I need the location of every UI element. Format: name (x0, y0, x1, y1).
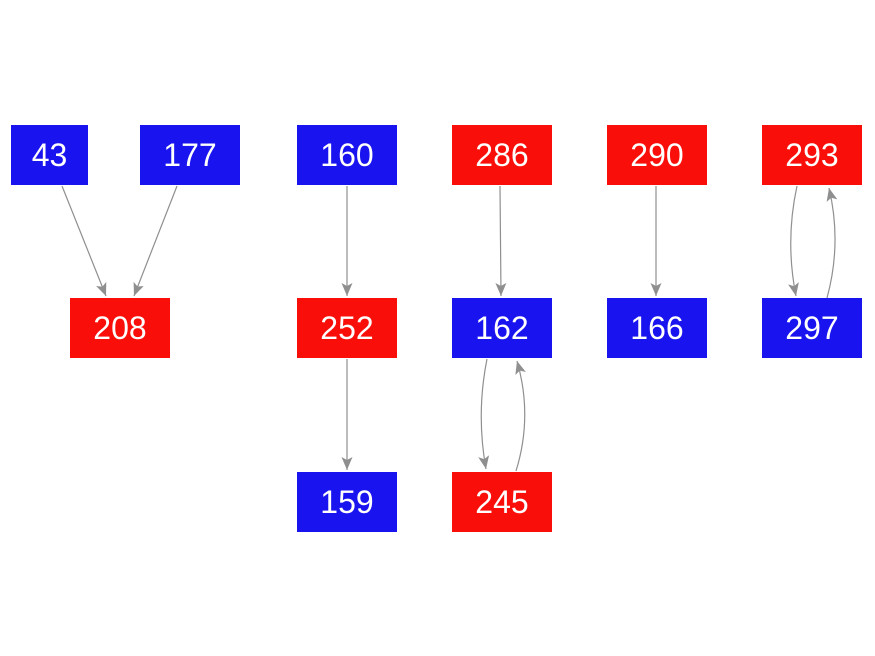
node-label: 208 (93, 310, 147, 346)
node-label: 290 (630, 137, 684, 173)
graph-node-290: 290 (607, 125, 707, 185)
graph-node-252: 252 (297, 298, 397, 358)
node-label: 166 (630, 310, 684, 346)
node-label: 297 (785, 310, 839, 346)
graph-node-286: 286 (452, 125, 552, 185)
node-label: 286 (475, 137, 529, 173)
graph-node-162: 162 (452, 298, 552, 358)
node-label: 293 (785, 137, 839, 173)
node-label: 160 (320, 137, 374, 173)
graph-node-293: 293 (762, 125, 862, 185)
graph-node-177: 177 (140, 125, 240, 185)
graph-node-159: 159 (297, 472, 397, 532)
graph-node-208: 208 (70, 298, 170, 358)
graph-node-43: 43 (11, 125, 88, 185)
graph-node-166: 166 (607, 298, 707, 358)
node-label: 162 (475, 310, 529, 346)
graph-node-245: 245 (452, 472, 552, 532)
node-label: 245 (475, 484, 529, 520)
graph-node-160: 160 (297, 125, 397, 185)
node-label: 43 (31, 137, 68, 173)
node-label: 159 (320, 484, 374, 520)
node-label: 177 (163, 137, 217, 173)
node-label: 252 (320, 310, 374, 346)
graph-node-297: 297 (762, 298, 862, 358)
